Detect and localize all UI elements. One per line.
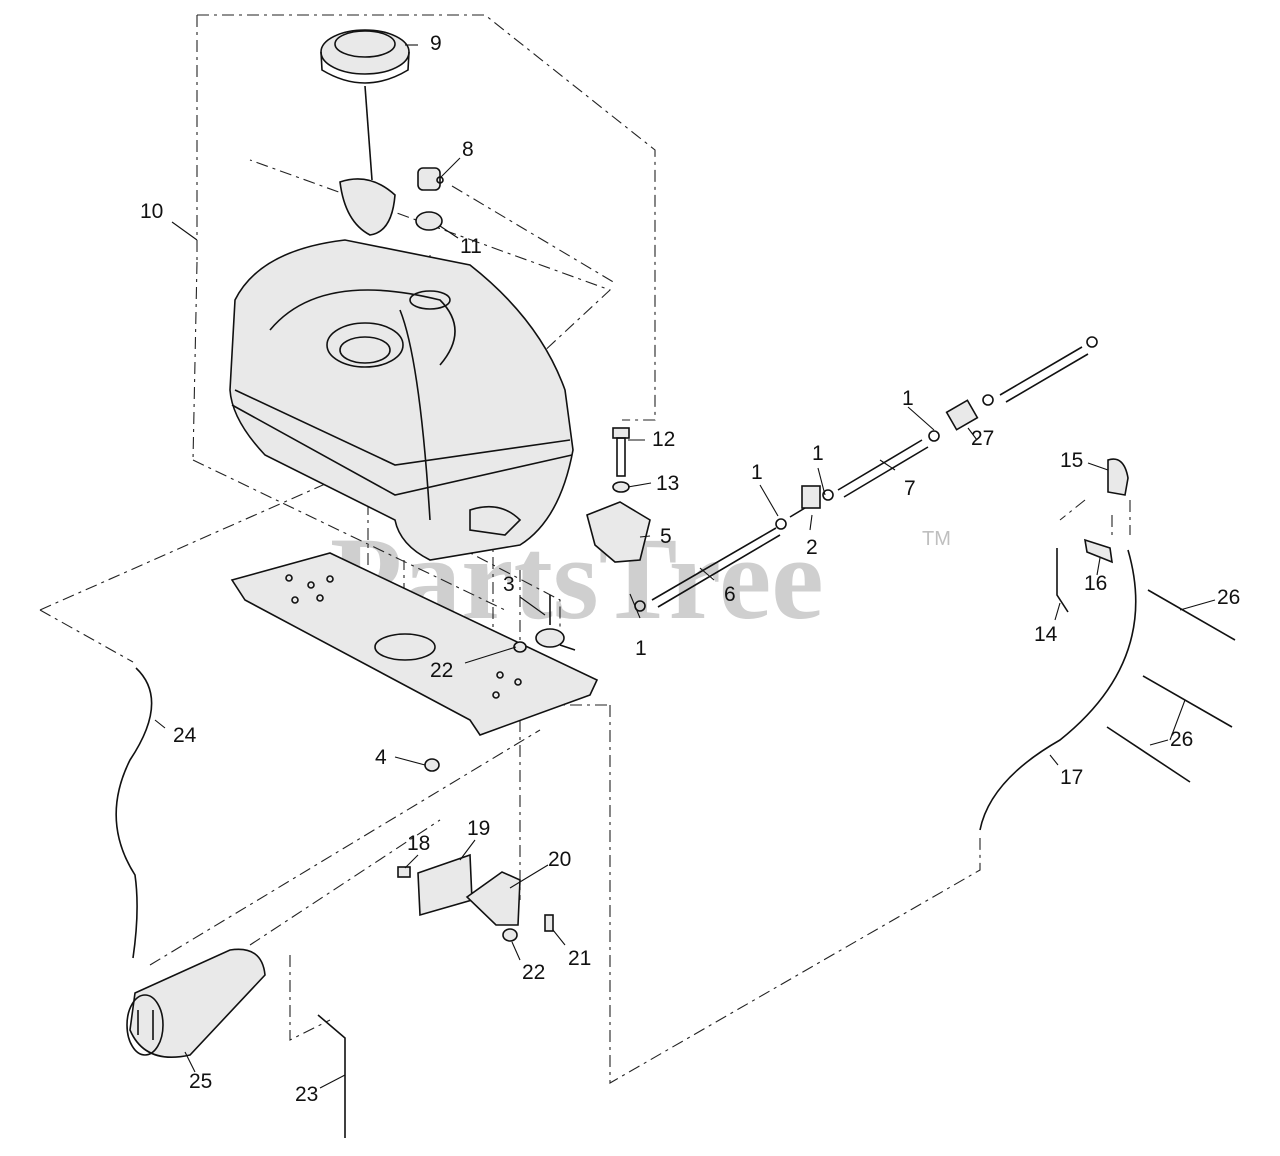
charcoal-canister bbox=[126, 948, 266, 1059]
grommet bbox=[415, 211, 443, 231]
canister-hose bbox=[115, 667, 153, 959]
callout-9: 9 bbox=[430, 32, 442, 55]
callout-24: 24 bbox=[173, 724, 197, 747]
vent-valve bbox=[1107, 458, 1129, 496]
fuel-hoses bbox=[651, 346, 1089, 608]
callout-1: 1 bbox=[635, 637, 647, 660]
callout-1: 1 bbox=[902, 387, 914, 410]
callout-26: 26 bbox=[1170, 728, 1193, 751]
nut-upper bbox=[513, 641, 527, 653]
callout-8: 8 bbox=[462, 138, 474, 161]
callout-21: 21 bbox=[568, 947, 591, 970]
cable-ties bbox=[1106, 589, 1236, 783]
tank-bracket bbox=[586, 501, 651, 563]
fuel-cap bbox=[320, 29, 410, 181]
fuel-outlet bbox=[535, 595, 576, 651]
nut-lower bbox=[424, 758, 440, 772]
watermark-trademark: TM bbox=[922, 528, 951, 550]
callout-1: 1 bbox=[751, 461, 763, 484]
callout-3: 3 bbox=[503, 573, 515, 596]
cap-tether bbox=[339, 178, 396, 236]
callout-22: 22 bbox=[430, 659, 453, 682]
vent-fitting bbox=[417, 167, 444, 191]
canister-bracket bbox=[417, 853, 473, 917]
callout-numbers: 1 1 1 1 2 3 4 5 6 7 8 9 10 11 12 13 14 1… bbox=[140, 32, 1240, 1106]
callout-16: 16 bbox=[1084, 572, 1107, 595]
callout-22: 22 bbox=[522, 961, 545, 984]
fuel-filter bbox=[945, 399, 979, 431]
callout-17: 17 bbox=[1060, 766, 1083, 789]
callout-4: 4 bbox=[375, 746, 387, 769]
callout-5: 5 bbox=[660, 525, 672, 548]
callout-15: 15 bbox=[1060, 449, 1083, 472]
bracket-screw bbox=[544, 914, 554, 932]
callout-14: 14 bbox=[1034, 623, 1058, 646]
fuel-tank bbox=[229, 239, 574, 561]
callout-10: 10 bbox=[140, 200, 163, 223]
callout-20: 20 bbox=[548, 848, 571, 871]
callout-12: 12 bbox=[652, 428, 675, 451]
tee-fitting bbox=[1083, 538, 1113, 564]
mount-bracket bbox=[465, 871, 521, 926]
callout-27: 27 bbox=[971, 427, 994, 450]
elbow-hose bbox=[1056, 548, 1069, 613]
mounting-plate bbox=[230, 552, 599, 736]
callout-6: 6 bbox=[724, 583, 736, 606]
drain-hose bbox=[317, 1014, 346, 1138]
washer bbox=[612, 481, 630, 493]
bracket-bolt bbox=[397, 866, 411, 878]
callout-13: 13 bbox=[656, 472, 679, 495]
bolt bbox=[612, 427, 630, 477]
callout-11: 11 bbox=[460, 235, 482, 258]
callout-19: 19 bbox=[467, 817, 490, 840]
callout-23: 23 bbox=[295, 1083, 318, 1106]
callout-1: 1 bbox=[812, 442, 824, 465]
callout-2: 2 bbox=[806, 536, 818, 559]
leader-lines bbox=[154, 44, 1216, 1089]
shutoff-valve bbox=[789, 485, 821, 518]
bracket-nut bbox=[502, 928, 518, 942]
callout-18: 18 bbox=[407, 832, 430, 855]
callout-7: 7 bbox=[904, 477, 916, 500]
callout-26: 26 bbox=[1217, 586, 1240, 609]
callout-25: 25 bbox=[189, 1070, 212, 1093]
vent-hose bbox=[979, 549, 1137, 831]
